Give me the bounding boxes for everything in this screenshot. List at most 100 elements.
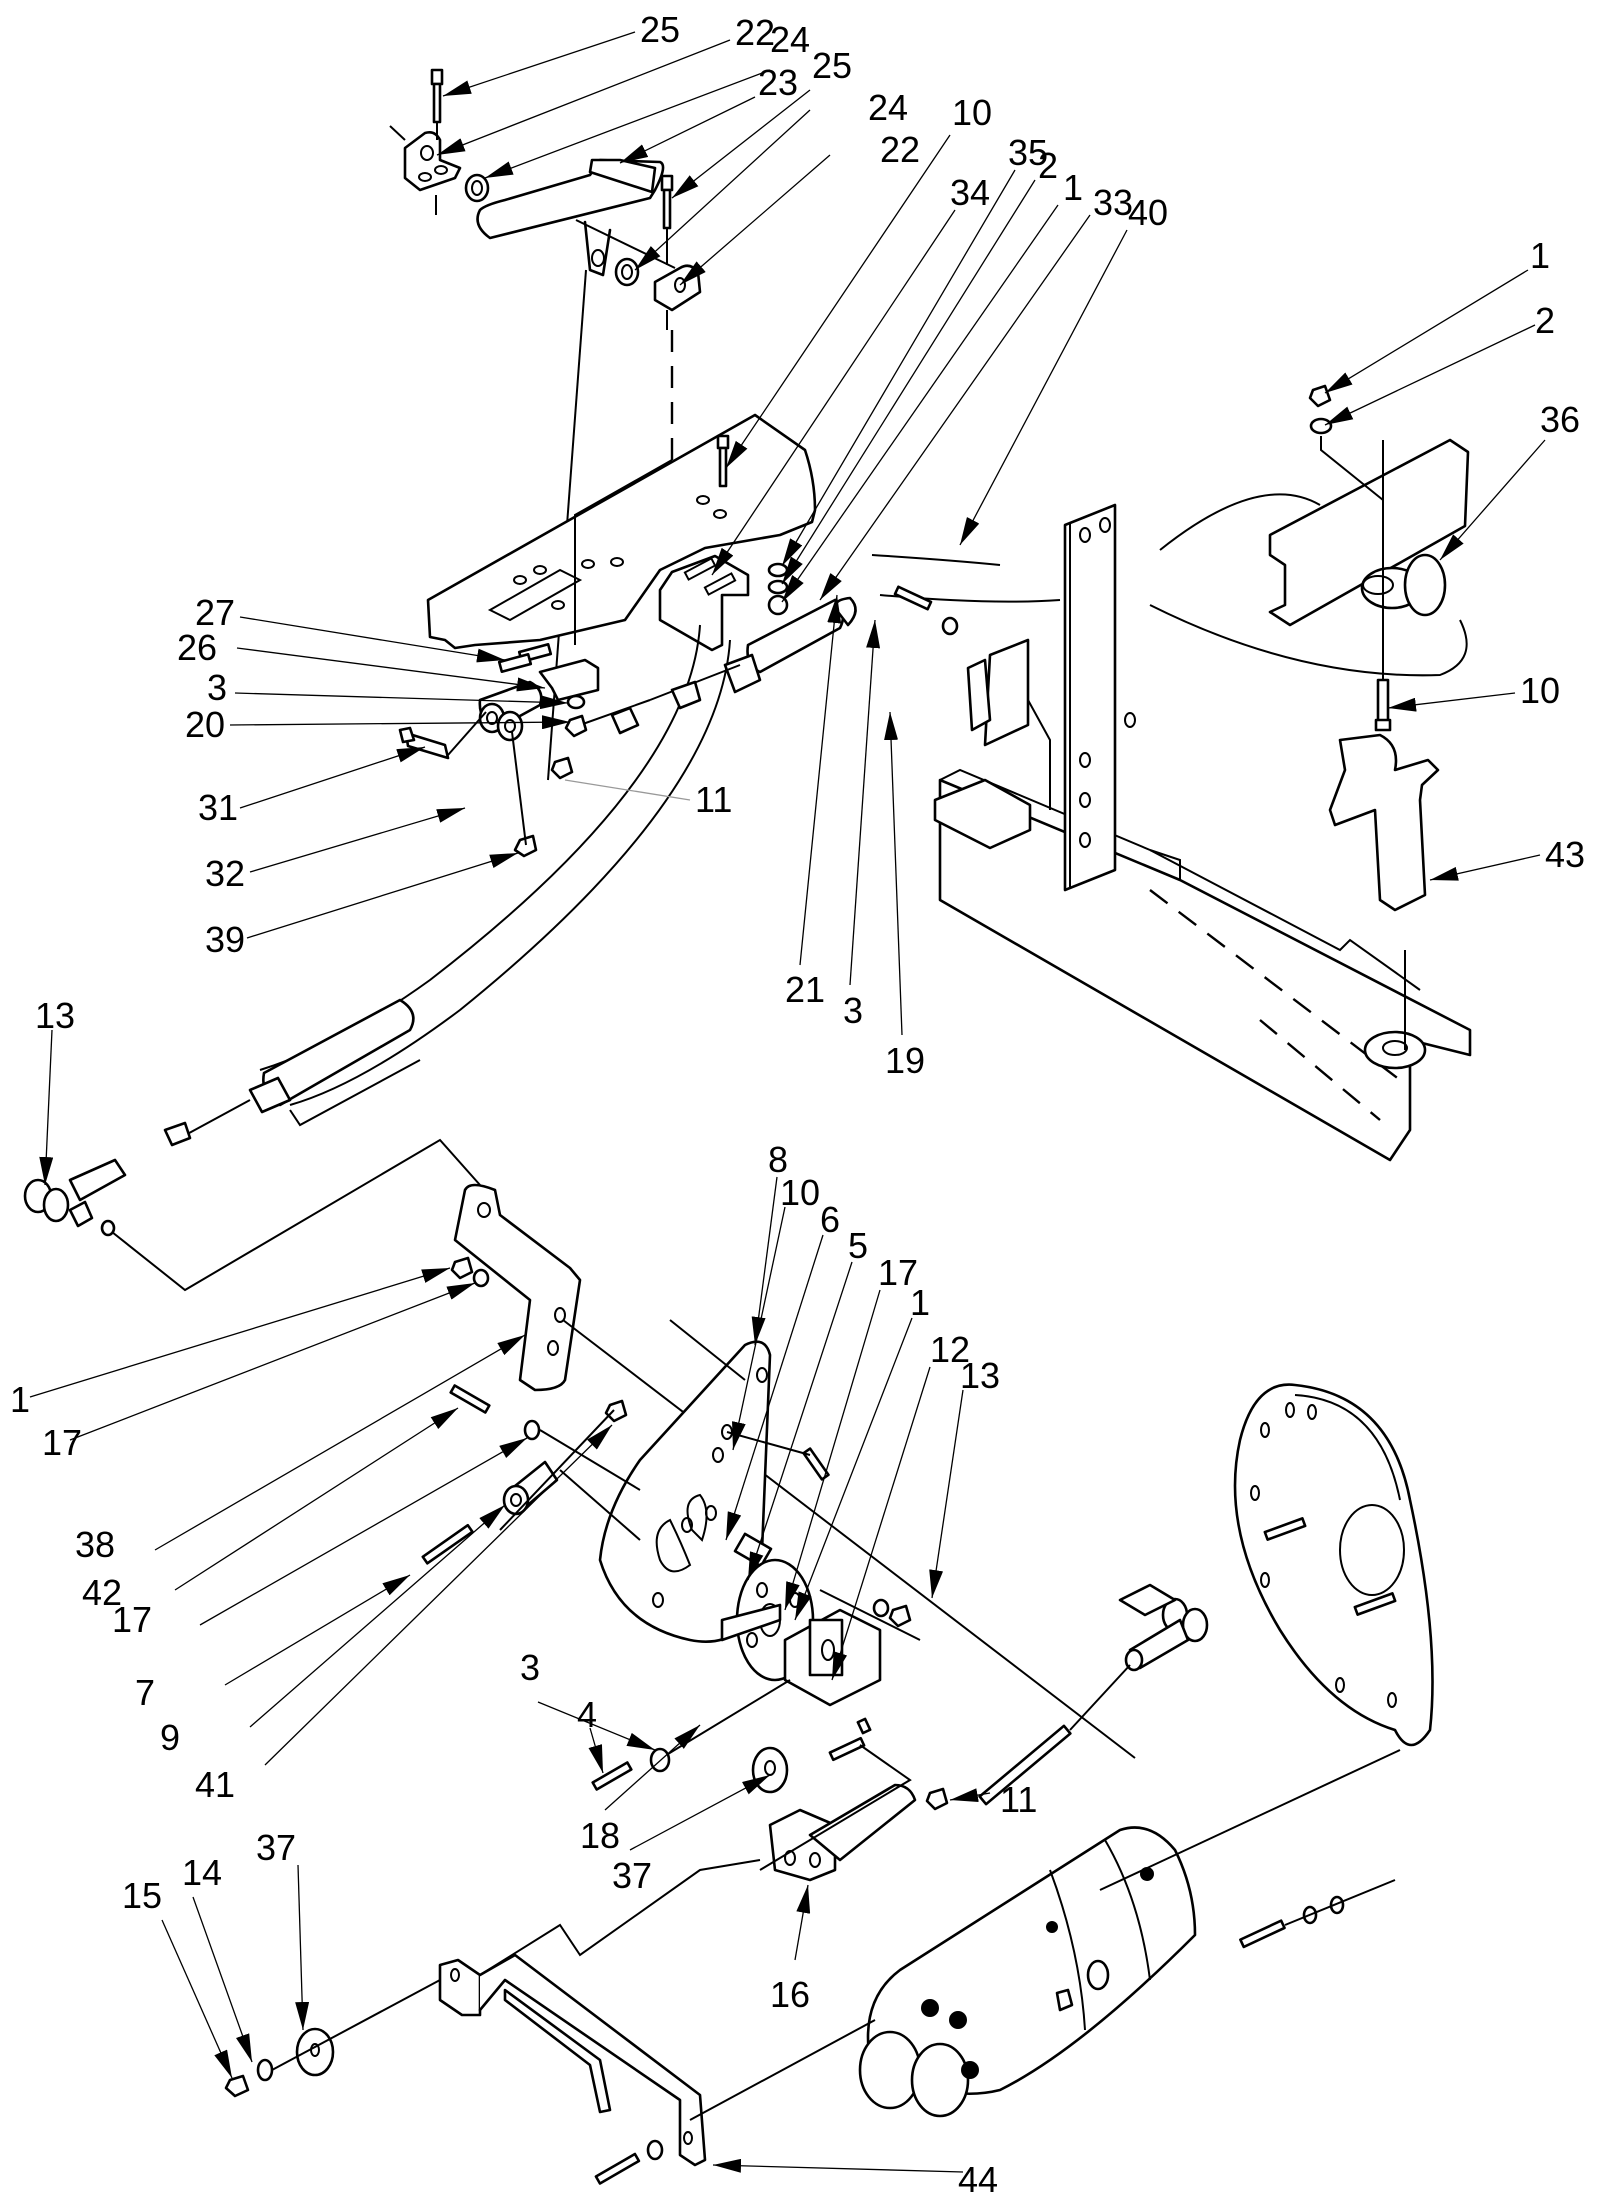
callout-25: 25 bbox=[640, 9, 680, 50]
washer-42 bbox=[523, 1419, 541, 1441]
bolt-18 bbox=[828, 1736, 866, 1762]
nut-39 bbox=[513, 834, 538, 858]
floor-plate bbox=[426, 413, 817, 650]
bracket-44 bbox=[438, 1859, 876, 2167]
cable-bracket bbox=[658, 554, 750, 652]
callout-18: 18 bbox=[580, 1815, 620, 1856]
washer-35 bbox=[767, 562, 789, 578]
ball-joint-13-right bbox=[1118, 1583, 1209, 1672]
callout-10: 10 bbox=[952, 92, 992, 133]
callout-24: 24 bbox=[868, 87, 908, 128]
callout-1: 1 bbox=[910, 1282, 930, 1323]
bolt-25-left bbox=[430, 68, 444, 140]
callout-42: 42 bbox=[82, 1572, 122, 1613]
callout-3: 3 bbox=[520, 1647, 540, 1688]
pedal bbox=[476, 158, 676, 277]
callout-35: 35 bbox=[1008, 132, 1048, 173]
nut-11-lower bbox=[925, 1787, 949, 1811]
nut-20 bbox=[564, 714, 588, 738]
washer-17-hub bbox=[872, 1598, 890, 1618]
lockwasher-3-mid bbox=[941, 616, 959, 636]
callout-11: 11 bbox=[695, 779, 732, 820]
control-cable bbox=[163, 554, 1061, 1147]
callout-8: 8 bbox=[768, 1139, 788, 1180]
callout-40: 40 bbox=[1128, 192, 1168, 233]
bolt-10-plate bbox=[716, 434, 730, 488]
callout-34: 34 bbox=[950, 172, 990, 213]
callout-13: 13 bbox=[35, 995, 75, 1036]
callout-22: 22 bbox=[880, 129, 920, 170]
callout-10: 10 bbox=[1520, 670, 1560, 711]
bolt-4 bbox=[591, 1761, 633, 1791]
clevis-bolt-31 bbox=[398, 711, 487, 760]
callout-38: 38 bbox=[75, 1524, 115, 1565]
nut-1-lower-left bbox=[450, 1256, 474, 1280]
callout-23: 23 bbox=[758, 62, 798, 103]
callout-11: 11 bbox=[1000, 1779, 1037, 1820]
clevis-yoke bbox=[478, 680, 543, 742]
bolt-44-bottom bbox=[594, 2152, 641, 2185]
hub-5 bbox=[720, 1558, 882, 1707]
lockwasher-14 bbox=[256, 2058, 274, 2082]
bolt-7 bbox=[421, 1523, 474, 1565]
callout-13: 13 bbox=[960, 1355, 1000, 1396]
callout-4: 4 bbox=[577, 1694, 597, 1735]
bolt-38 bbox=[449, 1384, 491, 1414]
callout-27: 27 bbox=[195, 592, 235, 633]
callout-9: 9 bbox=[160, 1717, 180, 1758]
callout-7: 7 bbox=[135, 1672, 155, 1713]
callout-39: 39 bbox=[205, 919, 245, 960]
bracket-38 bbox=[453, 1183, 582, 1392]
callout-17: 17 bbox=[112, 1599, 152, 1640]
callout-labels: 25 22 24 23 25 24 22 10 34 35 2 1 33 40 … bbox=[10, 9, 1585, 2200]
callout-43: 43 bbox=[1545, 834, 1585, 875]
callout-25: 25 bbox=[812, 45, 852, 86]
bolt-21 bbox=[893, 585, 933, 611]
callout-2: 2 bbox=[1038, 145, 1058, 186]
callout-26: 26 bbox=[177, 627, 217, 668]
nut-1-hub bbox=[888, 1604, 912, 1628]
callout-19: 19 bbox=[885, 1040, 925, 1081]
callout-36: 36 bbox=[1540, 399, 1580, 440]
callout-12: 12 bbox=[930, 1329, 970, 1370]
callout-3: 3 bbox=[843, 990, 863, 1031]
bolt-10-arm bbox=[802, 1447, 830, 1481]
clevis-bracket-26 bbox=[538, 658, 600, 702]
callout-2: 2 bbox=[1535, 300, 1555, 341]
callout-24: 24 bbox=[770, 19, 810, 60]
bracket-43 bbox=[1328, 733, 1440, 912]
callout-1: 1 bbox=[1063, 167, 1083, 208]
flange-disc bbox=[1233, 1383, 1434, 1747]
callout-10: 10 bbox=[780, 1172, 820, 1213]
callout-17: 17 bbox=[42, 1422, 82, 1463]
bolt-10-right bbox=[1376, 678, 1390, 724]
nut-41 bbox=[604, 1399, 628, 1423]
bolt-25-right bbox=[660, 174, 674, 265]
callout-20: 20 bbox=[185, 704, 225, 745]
callout-3: 3 bbox=[207, 667, 227, 708]
washer-17-lower-left bbox=[472, 1268, 490, 1288]
callout-32: 32 bbox=[205, 853, 245, 894]
lockwasher-2 bbox=[767, 579, 789, 595]
threaded-rod-12 bbox=[978, 1724, 1072, 1806]
nut-15 bbox=[224, 2074, 250, 2098]
callout-44: 44 bbox=[958, 2159, 998, 2200]
callout-17: 17 bbox=[878, 1252, 918, 1293]
callout-5: 5 bbox=[848, 1225, 868, 1266]
callout-21: 21 bbox=[785, 969, 825, 1010]
cylinder bbox=[808, 1783, 917, 1862]
callout-41: 41 bbox=[195, 1764, 235, 1805]
callout-1: 1 bbox=[10, 1379, 30, 1420]
washer-2-top-right bbox=[1309, 417, 1333, 435]
nut-1-top-right bbox=[1308, 384, 1332, 408]
ball-joint-13-left bbox=[23, 1138, 481, 1292]
pin-27b bbox=[497, 652, 533, 674]
tractor-frame bbox=[933, 438, 1472, 1162]
hydraulic-pump bbox=[858, 1826, 1197, 2118]
callout-14: 14 bbox=[182, 1852, 222, 1893]
pedal-bracket-right bbox=[653, 264, 702, 330]
pedal-bracket-left bbox=[389, 125, 462, 215]
callout-6: 6 bbox=[820, 1199, 840, 1240]
callout-37: 37 bbox=[256, 1827, 296, 1868]
